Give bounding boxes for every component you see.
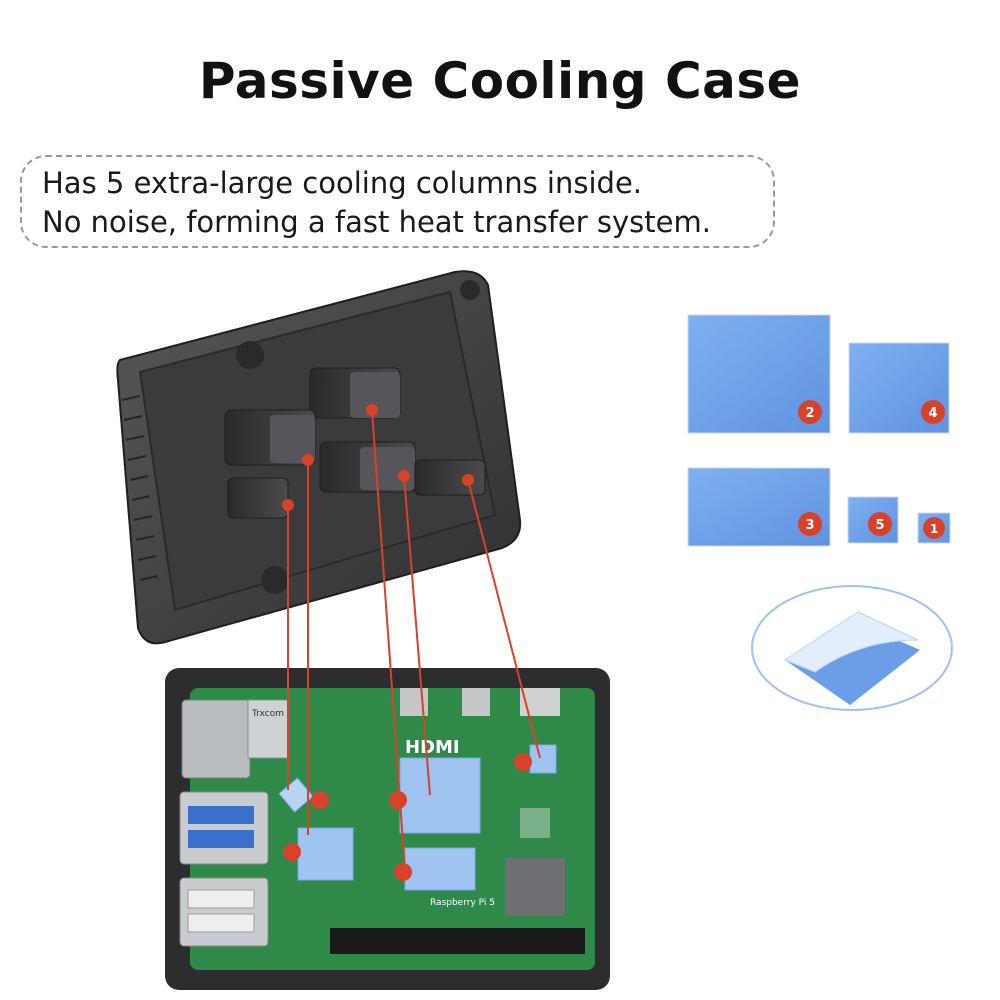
hdmi-silk-text: HDMI bbox=[405, 737, 460, 758]
pad-number-badges: 2 4 3 5 1 bbox=[798, 400, 945, 539]
description-box bbox=[20, 155, 775, 248]
description-line-1: Has 5 extra-large cooling columns inside… bbox=[42, 166, 643, 200]
pad-peel-illustration bbox=[751, 585, 953, 711]
pad-badge-1: 1 bbox=[930, 522, 938, 536]
thermal-pad-swatches bbox=[687, 314, 951, 547]
page-title: Passive Cooling Case bbox=[198, 52, 802, 110]
board-name-text: Raspberry Pi 5 bbox=[430, 898, 495, 908]
case-lid bbox=[116, 270, 522, 645]
pad-badge-5: 5 bbox=[875, 518, 884, 533]
pad-badge-4: 4 bbox=[928, 406, 937, 421]
board-markers bbox=[283, 753, 532, 881]
pad-badge-3: 3 bbox=[805, 518, 814, 533]
description-line-2: No noise, forming a fast heat transfer s… bbox=[42, 205, 711, 239]
chip-brand-text: Trxcom bbox=[251, 709, 284, 719]
board-in-case: Trxcom HDMI Raspberry Pi 5 bbox=[165, 668, 610, 990]
connection-dots bbox=[282, 404, 474, 511]
pad-badge-2: 2 bbox=[805, 406, 814, 421]
